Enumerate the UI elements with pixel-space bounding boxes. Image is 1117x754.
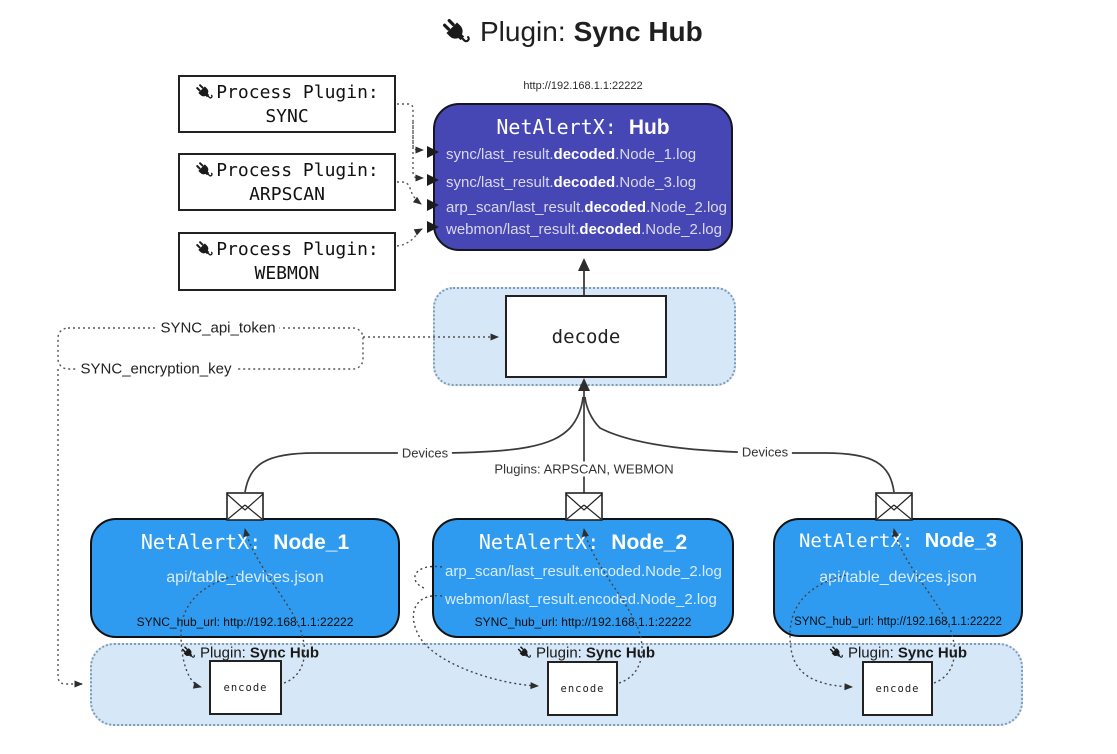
process-plugin-name: ARPSCAN — [249, 183, 325, 205]
edge-label-devices-left: Devices — [397, 445, 453, 461]
envelope-icons — [226, 492, 913, 521]
process-to-hub-connectors — [396, 103, 424, 247]
envelope-icon — [565, 492, 603, 521]
encode-section-label: Plugin: Sync Hub — [829, 645, 967, 662]
node-box-node-3: NetAlertX: Node_3 api/table_devices.json… — [773, 518, 1023, 637]
encode-box: encode — [209, 660, 282, 715]
plug-icon — [195, 240, 214, 259]
node-file: arp_scan/last_result.encoded.Node_2.log — [445, 563, 722, 580]
sync-encryption-key-label: SYNC_encryption_key — [76, 360, 236, 378]
plug-icon — [195, 83, 214, 102]
node-hub-url: SYNC_hub_url: http://192.168.1.1:22222 — [474, 615, 692, 629]
node-title-prefix: NetAlertX: — [478, 530, 612, 554]
node-title-bold: Node_1 — [273, 531, 350, 554]
plug-icon — [181, 646, 196, 661]
sync-api-token-label: SYNC_api_token — [156, 319, 280, 337]
hub-log-line: sync/last_result.decoded.Node_1.log — [446, 146, 697, 163]
edge-label-devices-right: Devices — [737, 444, 793, 460]
hub-title-prefix: NetAlertX: — [496, 115, 629, 139]
process-plugin-label: Process Plugin: — [216, 81, 379, 103]
node-title-bold: Node_3 — [924, 530, 998, 552]
hub-node: NetAlertX: Hub sync/last_result.decoded.… — [433, 103, 733, 251]
node-file: webmon/last_result.encoded.Node_2.log — [445, 591, 717, 608]
page-title: Plugin: Sync Hub — [441, 16, 703, 48]
plug-icon — [517, 646, 532, 661]
plug-icon — [195, 161, 214, 180]
node-hub-url: SYNC_hub_url: http://192.168.1.1:22222 — [136, 615, 354, 629]
process-plugin-name: SYNC — [265, 105, 309, 127]
process-plugin-box-sync: Process Plugin: SYNC — [178, 75, 396, 133]
node-title-prefix: NetAlertX: — [140, 530, 274, 554]
page-title-prefix: Plugin: — [480, 16, 566, 47]
page-title-bold: Sync Hub — [573, 16, 703, 47]
node-box-node-1: NetAlertX: Node_1 api/table_devices.json… — [90, 518, 400, 638]
node-title-prefix: NetAlertX: — [798, 530, 925, 552]
plug-icon — [829, 646, 844, 661]
process-plugin-box-arpscan: Process Plugin: ARPSCAN — [178, 153, 396, 211]
encode-box: encode — [862, 661, 933, 716]
hub-title: NetAlertX: Hub — [435, 115, 731, 140]
node-file: api/table_devices.json — [819, 569, 977, 586]
envelope-icon — [226, 492, 264, 521]
node-box-node-2: NetAlertX: Node_2 arp_scan/last_result.e… — [432, 518, 734, 638]
envelope-icon — [875, 492, 913, 521]
hub-log-line: sync/last_result.decoded.Node_3.log — [446, 174, 697, 191]
decode-box: decode — [505, 295, 667, 378]
edge-label-plugins: Plugins: ARPSCAN, WEBMON — [490, 461, 678, 477]
process-plugin-label: Process Plugin: — [216, 239, 379, 260]
process-plugin-label: Process Plugin: — [216, 159, 379, 181]
node-title-bold: Node_2 — [611, 531, 688, 554]
encode-section-label: Plugin: Sync Hub — [181, 645, 319, 662]
hub-url: http://192.168.1.1:22222 — [523, 80, 643, 92]
hub-log-line: webmon/last_result.decoded.Node_2.log — [446, 221, 722, 238]
plug-icon — [441, 17, 472, 48]
process-plugin-name: WEBMON — [254, 263, 320, 284]
node-file: api/table_devices.json — [166, 569, 324, 586]
hub-log-line: arp_scan/last_result.decoded.Node_2.log — [446, 199, 727, 216]
encode-section-label: Plugin: Sync Hub — [517, 645, 655, 662]
encode-box: encode — [547, 661, 618, 716]
process-plugin-box-webmon: Process Plugin: WEBMON — [178, 232, 396, 291]
node-hub-url: SYNC_hub_url: http://192.168.1.1:22222 — [794, 616, 1002, 628]
hub-title-bold: Hub — [628, 116, 670, 139]
